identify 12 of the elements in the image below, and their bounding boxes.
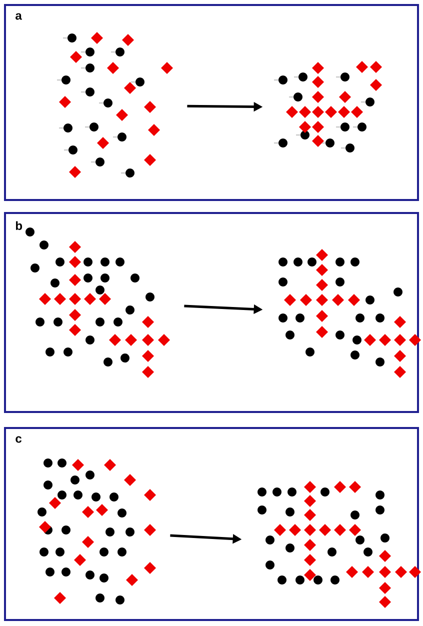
node-label: a [16, 13, 22, 20]
particle-drawing [258, 481, 421, 608]
panel [4, 212, 419, 413]
particle-drawing [274, 61, 382, 152]
particle-drawing [56, 32, 173, 178]
panel [4, 427, 419, 621]
particle-drawing [38, 458, 156, 604]
particle-drawing [278, 249, 421, 378]
node-label: c [16, 436, 22, 443]
panel [4, 4, 419, 201]
node-label: b [16, 221, 22, 230]
particle-drawing [26, 228, 170, 378]
